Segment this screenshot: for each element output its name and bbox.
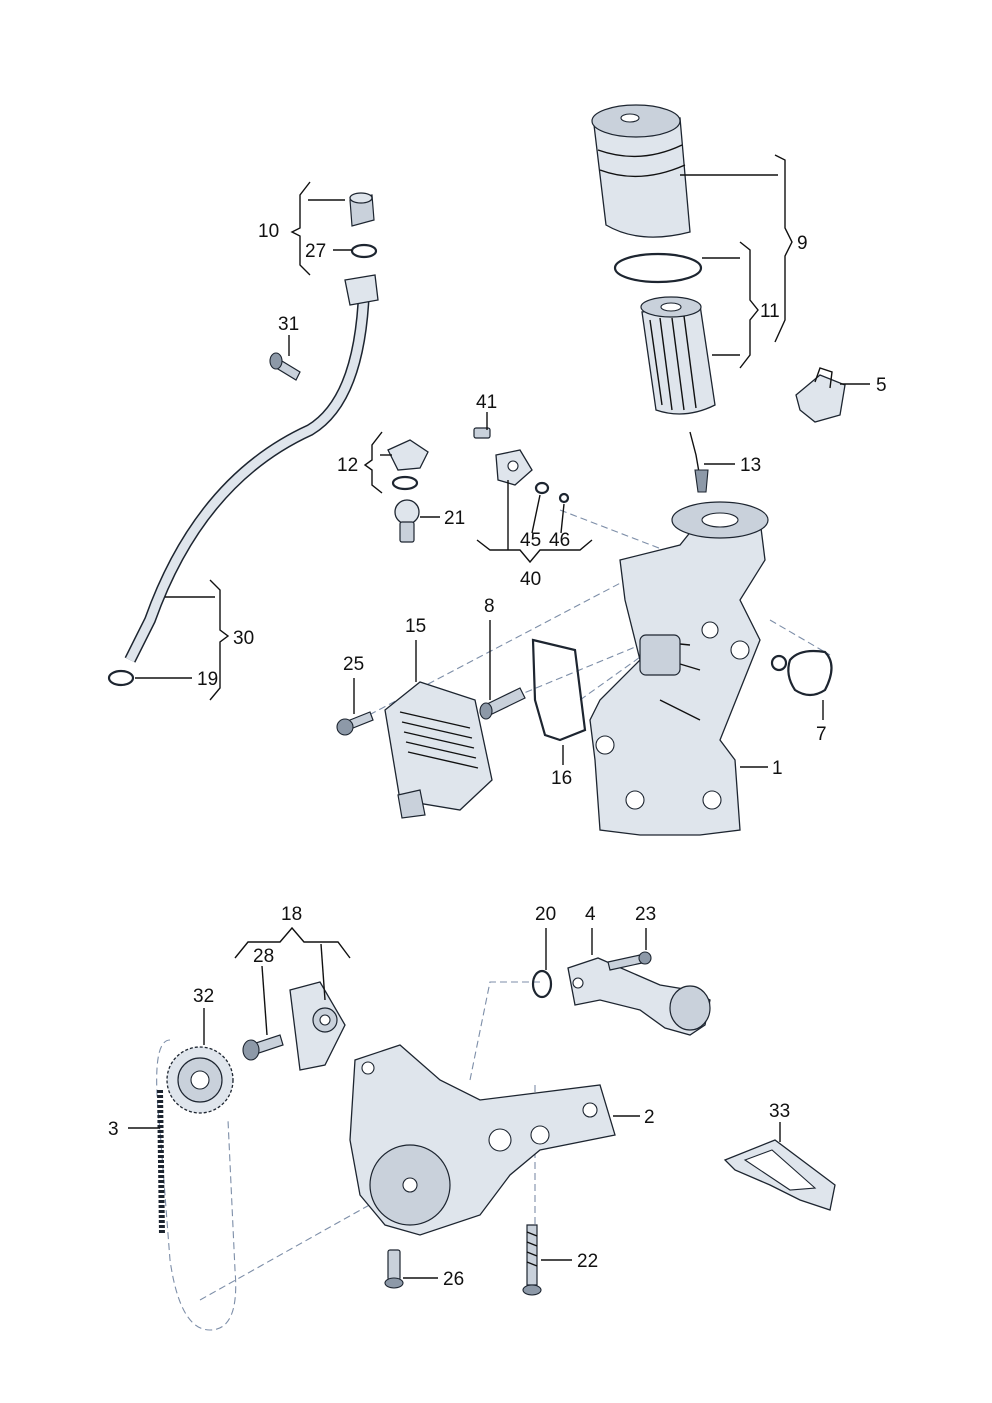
callout-4: 4 [585, 904, 596, 925]
screw-31 [269, 352, 301, 381]
control-valve [473, 427, 570, 504]
screw-25 [336, 711, 374, 736]
callout-12: 12 [337, 455, 358, 476]
oil-cooler [384, 681, 493, 819]
oil-filter-element [640, 296, 716, 415]
callout-25: 25 [343, 654, 364, 675]
oil-suction-pipe [567, 957, 711, 1036]
drive-chain [157, 1089, 165, 1236]
callout-18: 18 [281, 904, 302, 925]
callout-31: 31 [278, 314, 299, 335]
callout-40: 40 [520, 569, 541, 590]
callout-8: 8 [484, 596, 495, 617]
callout-13: 13 [740, 455, 761, 476]
oil-pump [349, 1044, 616, 1236]
callout-21: 21 [444, 508, 465, 529]
flange-gasket [770, 649, 833, 697]
callout-9: 9 [797, 233, 808, 254]
bolt-26 [384, 1249, 404, 1289]
callout-1: 1 [772, 758, 783, 779]
callout-32: 32 [193, 986, 214, 1007]
filter-sealing-ring [613, 252, 703, 284]
callout-7: 7 [816, 724, 827, 745]
callout-23: 23 [635, 904, 656, 925]
leader-lines [128, 154, 870, 1279]
oil-filter-bracket [589, 501, 769, 836]
callout-33: 33 [769, 1101, 790, 1122]
callout-41: 41 [476, 392, 497, 413]
callout-26: 26 [443, 1269, 464, 1290]
callout-46: 46 [549, 530, 570, 551]
callout-20: 20 [535, 904, 556, 925]
retaining-clip [795, 367, 846, 423]
callout-22: 22 [577, 1251, 598, 1272]
dipstick-guide-tube [107, 192, 379, 687]
sealing-ring-20 [531, 969, 553, 999]
callout-11: 11 [760, 301, 780, 322]
oil-pressure-sensor [689, 431, 709, 493]
drive-sprocket [166, 1046, 234, 1114]
callout-3: 3 [108, 1119, 119, 1140]
callout-2: 2 [644, 1107, 655, 1128]
screw-23 [607, 951, 652, 971]
callout-5: 5 [876, 375, 887, 396]
callout-16: 16 [551, 768, 572, 789]
callout-19: 19 [197, 669, 218, 690]
chain-tensioner [289, 981, 346, 1071]
callout-28: 28 [253, 946, 274, 967]
callout-45: 45 [520, 530, 541, 551]
callout-30: 30 [233, 628, 254, 649]
oil-cooler-gasket [531, 638, 587, 742]
bolt-22 [522, 1224, 542, 1296]
callout-15: 15 [405, 616, 426, 637]
breather-valve [387, 439, 429, 543]
callout-27: 27 [305, 241, 326, 262]
callout-labels: 1 2 3 4 5 7 8 9 10 11 12 13 15 16 18 19 … [108, 221, 887, 1290]
oil-filter-housing [591, 104, 691, 238]
oil-baffle [723, 1139, 836, 1211]
shoulder-bolt-28 [242, 1034, 284, 1061]
callout-10: 10 [258, 221, 279, 242]
hollow-bolt [479, 687, 526, 720]
